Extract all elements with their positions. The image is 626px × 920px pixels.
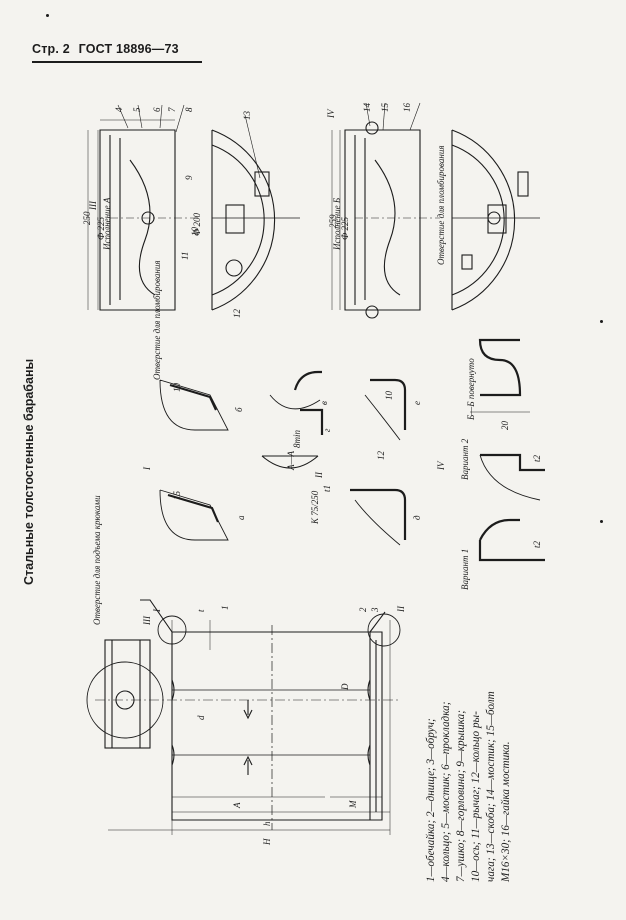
part-label: 6: [152, 107, 162, 112]
part-label: 4: [114, 107, 124, 112]
label-variant-1: Вариант 1: [460, 549, 470, 590]
standard-code: ГОСТ 18896—73: [78, 42, 179, 56]
dim-D: D: [340, 683, 350, 691]
part-label: 1: [220, 606, 230, 611]
part-label: 9: [184, 175, 194, 180]
part-label: 14: [362, 103, 372, 113]
lid-variant-b: [331, 121, 540, 319]
part-label: 3: [370, 607, 380, 613]
dim-t1: t1: [322, 485, 332, 492]
letter-g: г: [322, 428, 332, 432]
label-detail-ii-main: II: [396, 605, 406, 613]
label-detail-ii: II: [314, 471, 324, 479]
label-variant-b: Исполнение Б: [332, 197, 342, 251]
dim-M: М: [348, 800, 358, 809]
label-detail-i: I: [142, 466, 152, 471]
letter-v: в: [319, 401, 329, 405]
label-section-bb: Б—Б повернуто: [466, 358, 476, 421]
header-rule: [32, 61, 202, 63]
scan-speck: [600, 520, 603, 523]
dim-t2b: t2: [532, 454, 542, 462]
dim-A: А: [232, 802, 242, 809]
scan-speck: [600, 320, 603, 323]
leader-lines: [117, 102, 421, 179]
label-view-iii-main: III: [142, 615, 152, 626]
drawing-labels: III Исполнение А Исполнение Б IV 250 Ф 2…: [82, 103, 542, 847]
label-detail-i-main: I: [152, 608, 162, 613]
part-label: 8: [184, 107, 194, 112]
dim-10: 10: [172, 383, 182, 393]
dim-12: 12: [376, 451, 386, 461]
dim-d: d: [196, 715, 206, 720]
part-label: 16: [402, 103, 412, 113]
label-view-iv-top: IV: [326, 108, 336, 119]
label-variant-a: Исполнение А: [102, 197, 112, 251]
scan-speck: [46, 14, 49, 17]
letter-a: а: [236, 515, 246, 520]
label-variant-2: Вариант 2: [460, 438, 470, 480]
dim-259: 259: [328, 214, 338, 228]
dim-k75: К 75/250: [310, 490, 320, 525]
note-seal-hole-b: Отверстие для пломбирования: [436, 145, 446, 265]
part-label: 15: [380, 103, 390, 113]
note-lift-hole: Отверстие для подъема крюками: [92, 495, 102, 625]
part-label: 11: [180, 252, 190, 260]
note-seal-hole-a: Отверстие для пломбирования: [152, 260, 162, 380]
drum-body-view: [86, 599, 401, 835]
page-number: Стр. 2: [32, 42, 70, 56]
letter-d: д: [412, 515, 422, 520]
part-label: 7: [167, 107, 177, 112]
part-label: 5: [132, 107, 142, 112]
dim-t2: t2: [532, 540, 542, 548]
lid-variant-a: [87, 119, 300, 311]
dim-10b: 10: [384, 391, 394, 401]
dim-15: 15: [172, 491, 182, 501]
dim-h: h: [262, 821, 272, 826]
dim-225a: Ф 225: [96, 217, 106, 240]
part-label: 13: [242, 111, 252, 121]
label-detail-iv: IV: [436, 460, 446, 471]
dim-20: 20: [500, 421, 510, 431]
letter-b: б: [234, 407, 244, 412]
label-section-aa: А—А: [286, 451, 296, 472]
dim-200: Ф 200: [192, 213, 202, 236]
part-label: 12: [232, 309, 242, 319]
dim-225b: Ф 225: [340, 217, 350, 240]
dim-250: 250: [82, 211, 92, 225]
letter-e: е: [412, 401, 422, 405]
part-label: 10: [190, 227, 200, 237]
dim-8min: 8min: [292, 430, 302, 449]
dim-H: H: [262, 838, 272, 846]
page-header: Стр. 2 ГОСТ 18896—73: [32, 42, 202, 63]
detail-sections: [159, 338, 545, 562]
label-view-iii-top: III: [88, 200, 98, 211]
dim-t: t: [196, 609, 206, 612]
part-label: 2: [358, 607, 368, 612]
